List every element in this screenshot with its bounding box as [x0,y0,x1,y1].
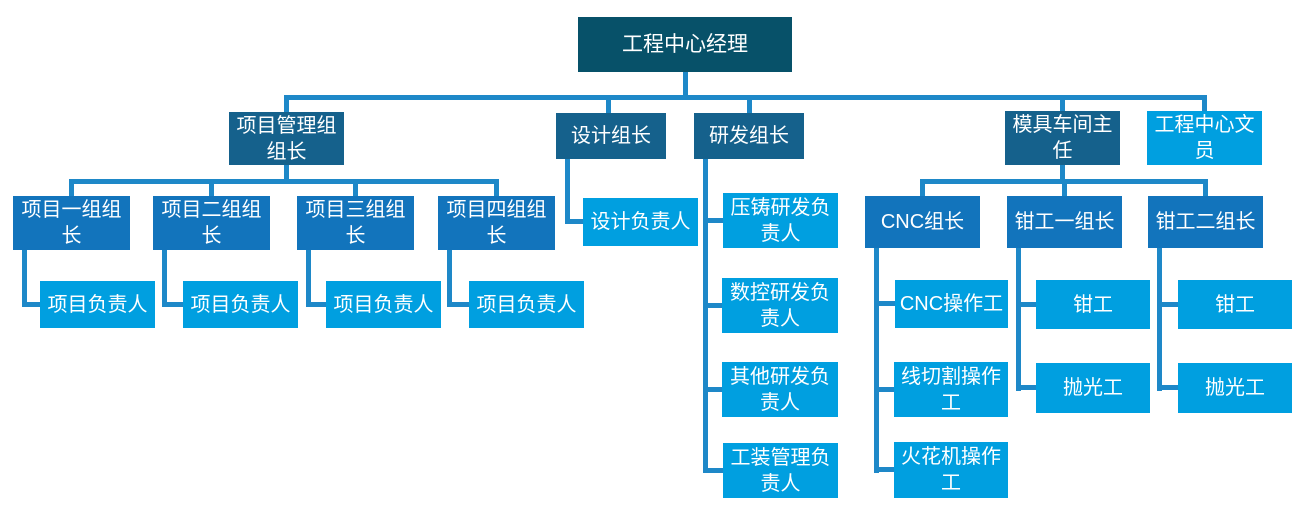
org-node-cnc3: 火花机操作工 [894,442,1008,498]
connector-line-vertical [306,250,311,307]
connector-line-vertical [703,159,708,473]
org-node-rd4: 工装管理负责人 [723,443,838,498]
org-node-fit1b: 抛光工 [1036,363,1150,413]
org-node-clerk: 工程中心文员 [1147,111,1262,165]
connector-line-vertical [284,165,289,184]
connector-line-vertical [69,179,74,196]
connector-line-horizontal [703,387,722,392]
connector-line-horizontal [306,302,326,307]
connector-line-vertical [1060,95,1065,111]
org-node-p1: 项目一组组长 [13,196,130,250]
org-node-rd1: 压铸研发负责人 [723,193,838,248]
connector-line-horizontal [162,302,183,307]
connector-line-vertical [209,179,214,196]
connector-line-horizontal [703,303,722,308]
org-node-rd3: 其他研发负责人 [722,362,838,417]
connector-line-vertical [874,248,879,473]
connector-line-horizontal [1157,385,1178,390]
connector-line-vertical [353,179,358,196]
org-node-p4l: 项目负责人 [469,281,584,328]
connector-line-horizontal [1157,302,1178,307]
org-node-fit1a: 钳工 [1036,280,1150,329]
org-node-design: 设计组长 [556,113,666,159]
connector-line-vertical [747,95,752,113]
org-node-gm: 工程中心经理 [578,17,792,72]
org-node-cnc1: CNC操作工 [895,280,1008,328]
connector-line-vertical [1157,248,1162,391]
org-node-p3: 项目三组组长 [297,196,414,250]
connector-line-horizontal [284,95,1207,100]
connector-line-vertical [162,250,167,307]
org-node-p2l: 项目负责人 [183,281,298,328]
connector-line-vertical [22,250,27,307]
connector-line-vertical [1202,95,1207,111]
org-node-fit2a: 钳工 [1178,280,1292,329]
org-node-pm: 项目管理组组长 [229,112,344,165]
connector-line-horizontal [22,302,40,307]
org-node-fit1: 钳工一组长 [1007,196,1122,248]
connector-line-vertical [494,179,499,196]
connector-line-vertical [1062,179,1067,196]
connector-line-horizontal [447,302,469,307]
connector-line-horizontal [874,467,894,472]
org-node-fit2: 钳工二组长 [1148,196,1263,248]
connector-line-vertical [920,179,925,196]
org-node-cnc: CNC组长 [865,196,980,248]
org-node-p4: 项目四组组长 [438,196,555,250]
connector-line-vertical [606,95,611,113]
connector-line-horizontal [1016,302,1036,307]
connector-line-vertical [683,72,688,100]
connector-line-horizontal [703,218,723,223]
connector-line-vertical [1203,179,1208,196]
org-node-rd: 研发组长 [694,113,804,159]
connector-line-vertical [284,95,289,112]
connector-line-horizontal [565,219,583,224]
connector-line-vertical [565,159,570,224]
org-node-mold: 模具车间主任 [1005,111,1120,165]
org-node-p2: 项目二组组长 [153,196,270,250]
org-node-p1l: 项目负责人 [40,281,155,328]
org-node-rd2: 数控研发负责人 [722,278,838,333]
connector-line-horizontal [874,301,895,306]
connector-line-horizontal [703,468,723,473]
connector-line-horizontal [1016,385,1036,390]
org-node-p3l: 项目负责人 [326,281,441,328]
org-node-fit2b: 抛光工 [1178,363,1292,413]
connector-line-vertical [447,250,452,307]
connector-line-horizontal [69,179,499,184]
connector-line-vertical [1016,248,1021,391]
org-node-designl: 设计负责人 [583,198,698,246]
connector-line-horizontal [874,387,894,392]
connector-line-vertical [1060,165,1065,184]
org-node-cnc2: 线切割操作工 [894,362,1008,417]
